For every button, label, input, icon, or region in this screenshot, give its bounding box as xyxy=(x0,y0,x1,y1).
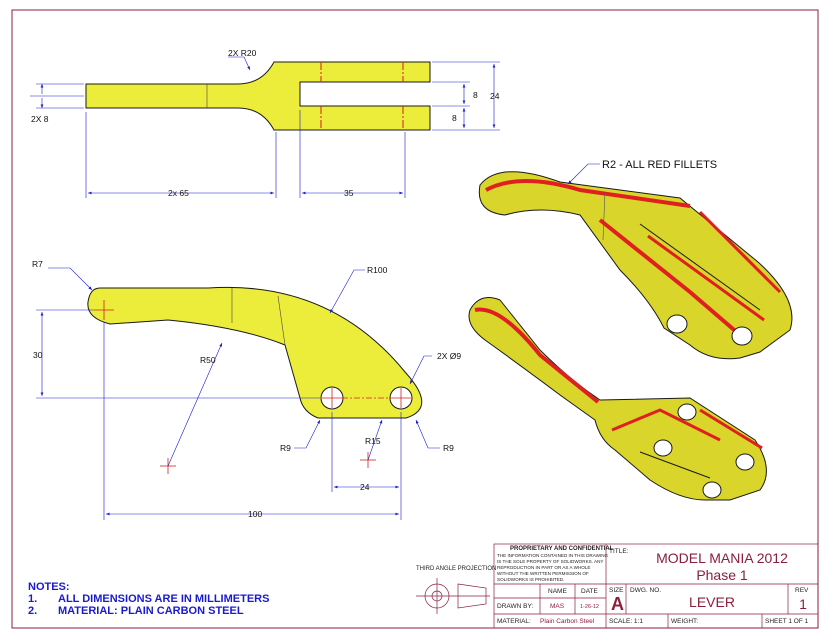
sheet-border xyxy=(11,9,819,629)
material-label: MATERIAL: xyxy=(497,618,531,625)
size-value: A xyxy=(611,594,624,614)
r15-label: R15 xyxy=(365,436,381,446)
r50-label: R50 xyxy=(200,355,216,365)
front-view: R7 R100 30 R50 2X Ø9 R9 R15 R9 24 100 xyxy=(32,259,461,520)
material-value: Plain Carbon Steel xyxy=(540,618,595,625)
r9-right-label: R9 xyxy=(443,443,454,453)
notes-block: NOTES: 1. ALL DIMENSIONS ARE IN MILLIMET… xyxy=(28,581,269,617)
rev-label: REV xyxy=(795,587,809,594)
r9-left-label: R9 xyxy=(280,443,291,453)
scale-label: SCALE: 1:1 xyxy=(609,618,643,625)
proprietary-line-2: IS THE SOLE PROPERTY OF SOLIDWORKS. ANY xyxy=(497,559,603,564)
iso-view-bottom xyxy=(468,297,767,501)
dim-24-label: 24 xyxy=(360,482,370,492)
proprietary-line-4: WITHOUT THE WRITTEN PERMISSION OF xyxy=(497,571,589,576)
title-block-text: THIRD ANGLE PROJECTION PROPRIETARY AND C… xyxy=(416,546,809,625)
title-block xyxy=(416,543,819,629)
drawn-by-label: DRAWN BY: xyxy=(497,603,533,610)
drawn-by-value: MAS xyxy=(550,603,565,610)
thickness-label: 2X 8 xyxy=(31,114,49,124)
drawing-title-line-2: Phase 1 xyxy=(696,567,748,583)
overall-24-label: 24 xyxy=(490,91,500,101)
top-view: 2X R20 2X 8 2x 65 35 8 8 24 xyxy=(30,48,500,198)
note-1-number: 1. xyxy=(28,593,37,605)
proprietary-line-3: REPRODUCTION IN PART OR AS A WHOLE xyxy=(497,565,590,570)
width-35-label: 35 xyxy=(344,188,354,198)
dim-30-label: 30 xyxy=(33,350,43,360)
date-column-label: DATE xyxy=(581,588,599,595)
fillet-note: R2 - ALL RED FILLETS xyxy=(602,159,717,171)
note-1-text: ALL DIMENSIONS ARE IN MILLIMETERS xyxy=(58,593,269,605)
dwg-no-value: LEVER xyxy=(689,594,735,610)
size-label: SIZE xyxy=(609,587,624,594)
notes-heading: NOTES: xyxy=(28,581,70,593)
dwg-no-label: DWG. NO. xyxy=(630,587,661,594)
rev-value: 1 xyxy=(799,596,807,612)
date-value: 1-26-12 xyxy=(580,604,599,610)
title-label: TITLE: xyxy=(609,548,629,555)
weight-label: WEIGHT: xyxy=(671,618,698,625)
iso-view-top: R2 - ALL RED FILLETS xyxy=(478,159,793,360)
slot-8a-label: 8 xyxy=(473,90,478,100)
hole-dia-label: 2X Ø9 xyxy=(437,351,461,361)
note-2-number: 2. xyxy=(28,605,37,617)
slot-8b-label: 8 xyxy=(452,113,457,123)
width-65-label: 2x 65 xyxy=(168,188,189,198)
proprietary-line-5: SOLIDWORKS IS PROHIBITED. xyxy=(497,577,564,582)
dim-100-label: 100 xyxy=(248,509,262,519)
drawing-title-line-1: MODEL MANIA 2012 xyxy=(656,550,788,566)
proprietary-heading: PROPRIETARY AND CONFIDENTIAL xyxy=(510,546,614,552)
top-radius-label: 2X R20 xyxy=(228,48,257,58)
r7-label: R7 xyxy=(32,259,43,269)
proprietary-line-1: THE INFORMATION CONTAINED IN THIS DRAWIN… xyxy=(497,553,609,558)
note-2-text: MATERIAL: PLAIN CARBON STEEL xyxy=(58,605,244,617)
name-column-label: NAME xyxy=(548,588,567,595)
r100-label: R100 xyxy=(367,265,388,275)
sheet-label: SHEET 1 OF 1 xyxy=(765,618,809,625)
projection-label: THIRD ANGLE PROJECTION xyxy=(416,566,496,572)
